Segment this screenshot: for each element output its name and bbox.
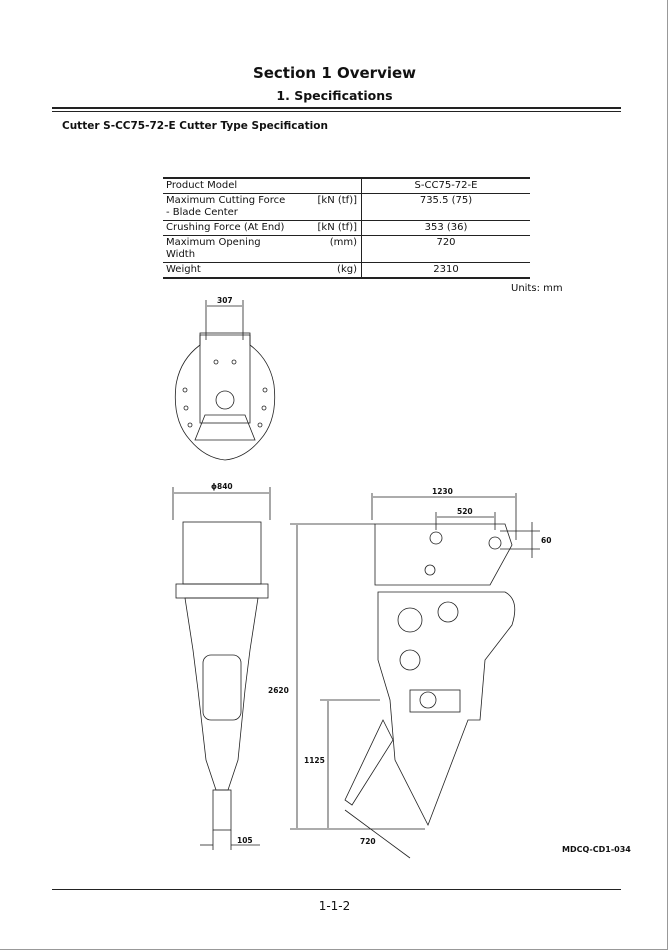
units-label: Units: mm	[511, 283, 563, 294]
table-row: Crushing Force (At End)[kN (tf)]353 (36)	[163, 220, 530, 236]
subsection-title: 1. Specifications	[276, 88, 393, 103]
header-rule	[52, 107, 621, 109]
row-value: 353 (36)	[361, 220, 530, 236]
dim-side-pin-height: 60	[541, 536, 551, 545]
dim-side-width: 1230	[432, 487, 453, 496]
row-label: Crushing Force (At End)	[163, 220, 294, 236]
dim-front-diameter: ϕ840	[211, 482, 233, 491]
row-value: 2310	[361, 262, 530, 279]
row-label: Maximum Cutting Force - Blade Center	[163, 193, 294, 221]
row-unit: [kN (tf)]	[294, 193, 362, 221]
dim-opening: 720	[360, 837, 376, 846]
row-label: Weight	[163, 262, 294, 279]
dim-side-pin: 520	[457, 507, 473, 516]
row-value: S-CC75-72-E	[361, 178, 530, 194]
row-unit	[294, 178, 362, 194]
dim-total-height: 2620	[268, 686, 289, 695]
dim-blade-height: 1125	[304, 756, 325, 765]
row-unit: [kN (tf)]	[294, 220, 362, 236]
table-row: Product Model S-CC75-72-E	[163, 178, 530, 194]
spec-title: Cutter S-CC75-72-E Cutter Type Specifica…	[62, 120, 328, 132]
dim-front-tip: 105	[237, 836, 253, 845]
figure-code: MDCQ-CD1-034	[562, 845, 631, 854]
table-row: Weight(kg)2310	[163, 262, 530, 279]
row-unit: (mm)	[294, 235, 362, 263]
side-view-drawing: 1230 520 60 2620 1125 720	[268, 487, 551, 859]
dim-top-width: 307	[217, 296, 233, 305]
table-row: Maximum Opening Width(mm)720	[163, 235, 530, 263]
row-unit: (kg)	[294, 262, 362, 279]
footer-rule	[52, 889, 621, 890]
spec-table: Product Model S-CC75-72-E Maximum Cutting…	[163, 177, 530, 279]
row-value: 735.5 (75)	[361, 193, 530, 221]
front-view-drawing: ϕ840 105	[172, 482, 271, 850]
table-row: Maximum Cutting Force - Blade Center[kN …	[163, 193, 530, 221]
row-label: Maximum Opening Width	[163, 235, 294, 263]
page-number: 1-1-2	[318, 899, 351, 913]
top-view-drawing: 307	[174, 296, 276, 461]
header-rule-thin	[52, 111, 621, 112]
row-label: Product Model	[163, 178, 294, 194]
row-value: 720	[361, 235, 530, 263]
section-title: Section 1 Overview	[252, 64, 417, 82]
